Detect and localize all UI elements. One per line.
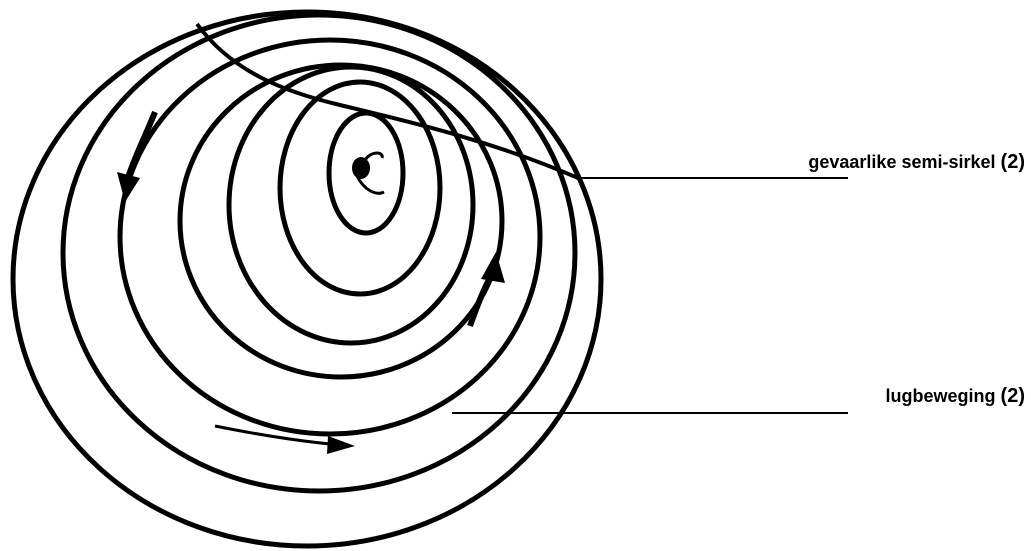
arrow-left-down-icon: [117, 112, 155, 202]
isobar-ring-1: [13, 12, 601, 546]
storm-eye-icon: [352, 153, 384, 193]
label-air-movement: lugbeweging (2): [886, 385, 1025, 407]
label-dangerous-semicircle: gevaarlike semi-sirkel (2): [808, 151, 1025, 173]
isobar-rings: [13, 12, 601, 546]
arrow-right-up-icon: [470, 252, 505, 326]
